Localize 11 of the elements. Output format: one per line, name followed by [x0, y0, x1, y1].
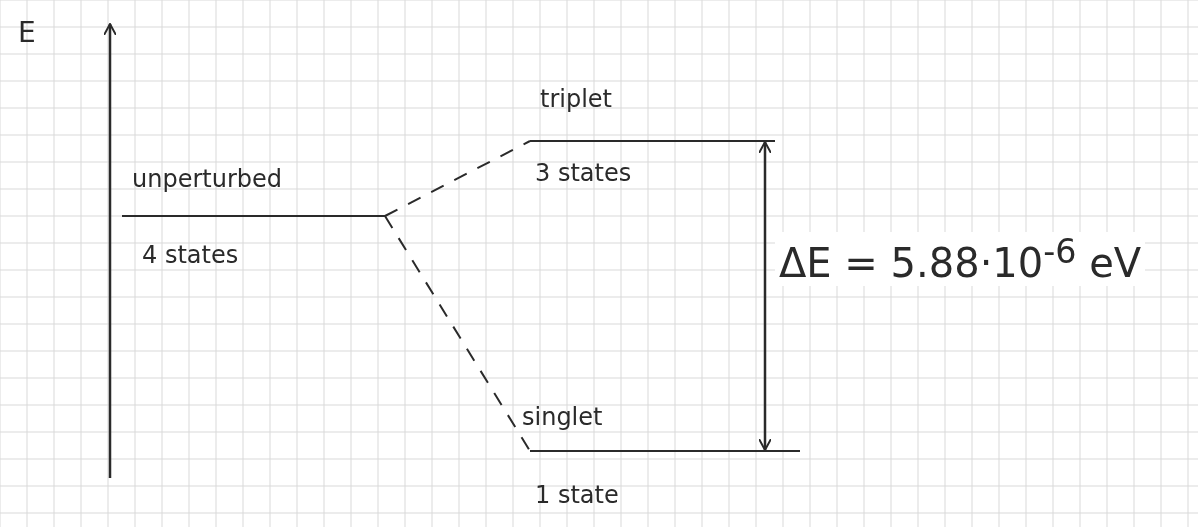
- edge-label: ΔE = 5.88·10$^{-6}$ eV: [775, 232, 1146, 287]
- level-label: triplet: [540, 84, 613, 114]
- state-count: 3 states: [535, 158, 632, 188]
- state-count: 4 states: [142, 240, 239, 270]
- state-count: 1 state: [535, 480, 619, 510]
- axis-label: E: [18, 16, 36, 49]
- dashed-connector: [384, 140, 531, 217]
- level-label: singlet: [522, 402, 603, 432]
- level-label: unperturbed: [132, 164, 282, 194]
- double-arrow: [758, 141, 772, 451]
- dashed-connector: [384, 215, 531, 452]
